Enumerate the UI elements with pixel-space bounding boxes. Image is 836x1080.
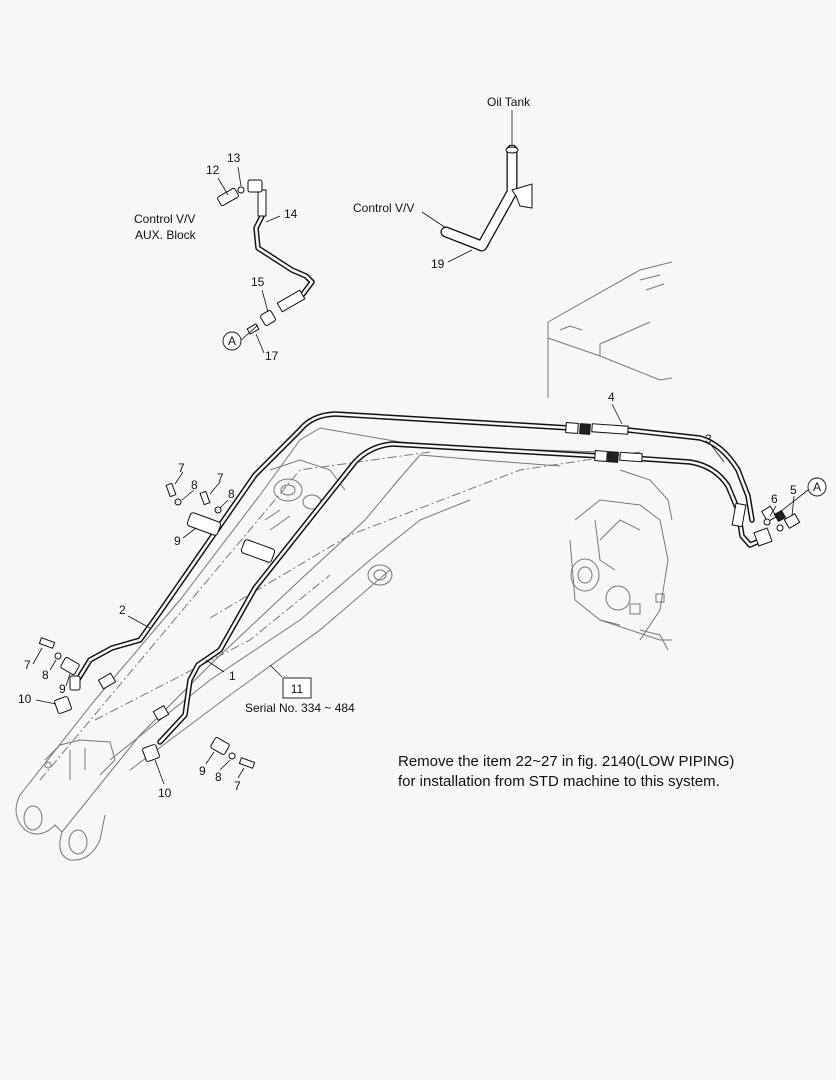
installation-note-line-1: Remove the item 22~27 in fig. 2140(LOW P… (398, 753, 735, 770)
installation-note-line-2: for installation from STD machine to thi… (398, 773, 720, 790)
callout-9-c: 9 (199, 764, 206, 778)
callout-7-b: 7 (217, 471, 224, 485)
tank-tube-inset (440, 144, 533, 252)
svg-text:A: A (228, 334, 236, 348)
callout-14: 14 (284, 207, 298, 221)
callout-10-b: 10 (158, 786, 172, 800)
callout-15: 15 (251, 275, 265, 289)
callout-7-c: 7 (24, 658, 31, 672)
label-serial: Serial No. 334 ~ 484 (245, 701, 355, 715)
ref-a-marker-left: A (222, 331, 242, 351)
callout-17: 17 (265, 349, 279, 363)
callout-7-d: 7 (234, 779, 241, 793)
callout-numbers: 19 12 13 14 15 17 4 3 5 6 2 1 7 7 8 8 9 … (18, 151, 797, 800)
leaders (32, 110, 809, 785)
callout-13: 13 (227, 151, 241, 165)
clamps (38, 482, 276, 769)
callout-11-box: 11 (282, 677, 312, 699)
reference-markers: A A (222, 331, 827, 497)
pipes (71, 411, 801, 745)
callout-8-b: 8 (228, 487, 235, 501)
callout-9-a: 9 (174, 534, 181, 548)
callout-3: 3 (705, 432, 712, 446)
ref-a-marker-right: A (807, 477, 827, 497)
callout-6: 6 (771, 492, 778, 506)
callout-9-b: 9 (59, 682, 66, 696)
callout-8-c: 8 (42, 668, 49, 682)
callout-19: 19 (431, 257, 445, 271)
label-control-vv-aux-2: AUX. Block (135, 228, 197, 242)
svg-text:11: 11 (291, 682, 304, 696)
text-labels: Oil Tank Control V/V Control V/V AUX. Bl… (134, 95, 531, 715)
installation-note: Remove the item 22~27 in fig. 2140(LOW P… (398, 752, 734, 792)
machine-outline (15, 261, 673, 861)
aux-hose-inset (217, 179, 315, 335)
callout-2: 2 (119, 603, 126, 617)
label-oil-tank: Oil Tank (487, 95, 531, 109)
svg-text:A: A (813, 480, 821, 494)
callout-4: 4 (608, 390, 615, 404)
callout-8-d: 8 (215, 770, 222, 784)
label-control-vv: Control V/V (353, 201, 414, 215)
callout-1: 1 (229, 669, 236, 683)
callout-8-a: 8 (191, 478, 198, 492)
callout-7-a: 7 (178, 461, 185, 475)
label-control-vv-aux-1: Control V/V (134, 212, 195, 226)
callout-12: 12 (206, 163, 220, 177)
callout-10-a: 10 (18, 692, 32, 706)
callout-5: 5 (790, 483, 797, 497)
